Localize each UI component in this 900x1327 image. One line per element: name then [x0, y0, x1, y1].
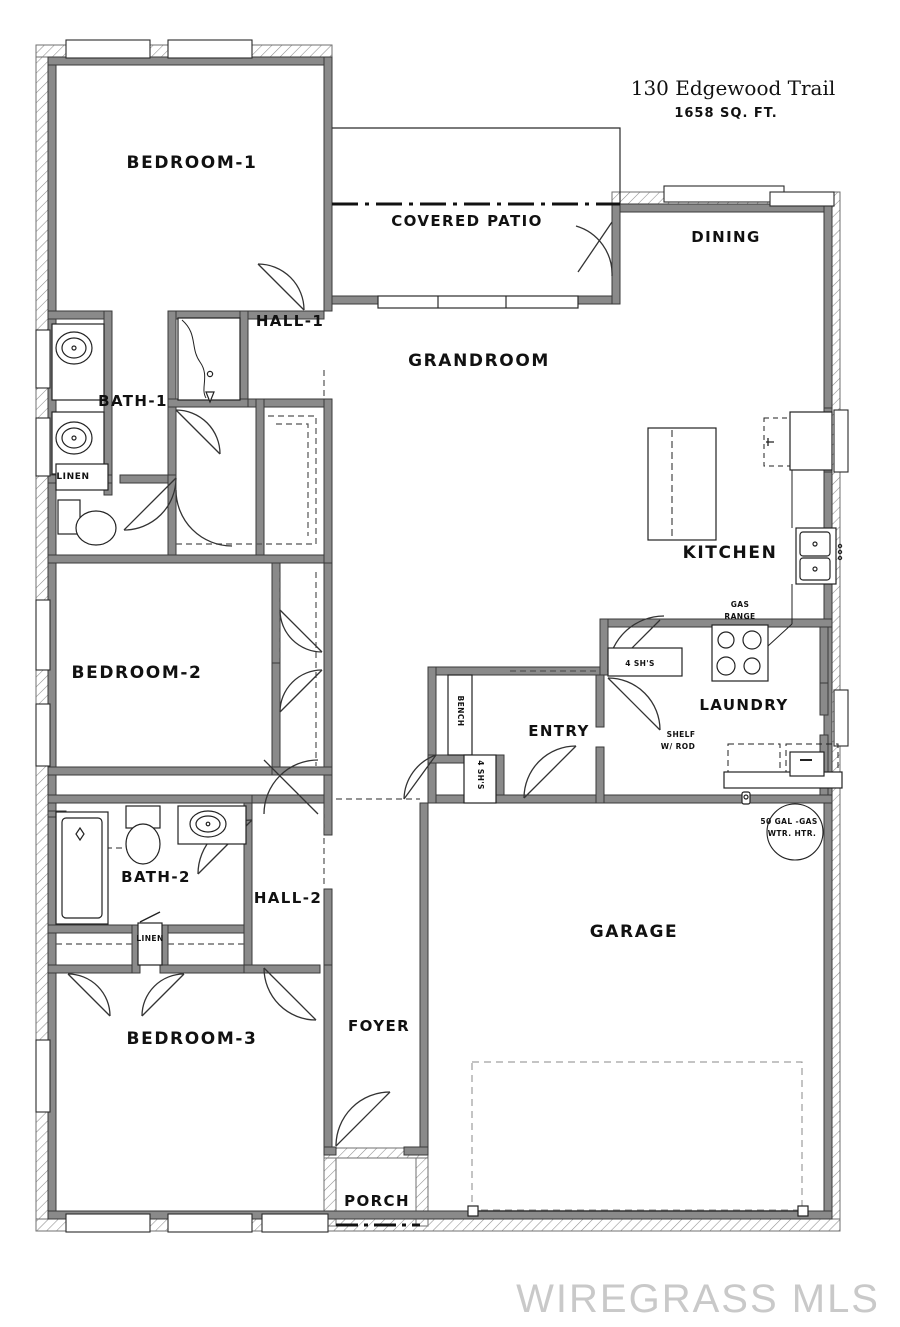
- plan-annotations: LINEN LINEN GAS RANGE 4 SH'S SHELF W/ RO…: [56, 472, 817, 943]
- room-label-bedroom-2: BEDROOM-2: [72, 663, 203, 683]
- annotation-gas-range-line2: RANGE: [724, 612, 755, 621]
- annotation-linen-bath2: LINEN: [136, 934, 163, 943]
- annotation-pantry-shelves: 4 SH'S: [625, 659, 655, 668]
- room-label-foyer: FOYER: [348, 1017, 410, 1035]
- annotation-bench: BENCH: [456, 696, 465, 727]
- room-label-bedroom-3: BEDROOM-3: [127, 1029, 258, 1049]
- room-label-bath-1: BATH-1: [98, 392, 168, 410]
- annotation-gas-range-line1: GAS: [731, 600, 750, 609]
- annotation-linen-bath1: LINEN: [56, 472, 89, 482]
- plan-square-footage: 1658 SQ. FT.: [674, 106, 777, 121]
- patio-outline: [332, 127, 621, 309]
- annotation-shelf-rod-line1: SHELF: [667, 730, 696, 739]
- room-labels: BEDROOM-1 BATH-1 HALL-1 BEDROOM-2 BATH-2…: [72, 153, 788, 1210]
- room-label-porch: PORCH: [344, 1192, 410, 1210]
- annotation-water-heater-line2: WTR. HTR.: [768, 829, 817, 838]
- room-label-hall-2: HALL-2: [254, 889, 322, 907]
- annotation-water-heater-line1: 50 GAL -GAS: [760, 817, 817, 826]
- room-label-kitchen: KITCHEN: [683, 543, 778, 563]
- room-label-covered-patio: COVERED PATIO: [391, 212, 543, 230]
- room-label-bedroom-1: BEDROOM-1: [127, 153, 258, 173]
- room-label-entry: ENTRY: [528, 722, 590, 740]
- closet-shelving: [56, 370, 596, 945]
- interior-walls: [47, 56, 833, 1220]
- room-label-bath-2: BATH-2: [121, 868, 191, 886]
- watermark-wiregrass-mls: WIREGRASS MLS: [516, 1277, 880, 1321]
- windows: [35, 39, 849, 1233]
- room-label-dining: DINING: [691, 228, 760, 246]
- plan-title: 130 Edgewood Trail: [631, 76, 836, 100]
- room-label-laundry: LAUNDRY: [699, 696, 788, 714]
- room-label-grandroom: GRANDROOM: [408, 351, 550, 371]
- room-label-garage: GARAGE: [590, 922, 679, 942]
- annotation-entry-closet-shelves: 4 SH'S: [476, 760, 485, 790]
- door-swings: [67, 221, 665, 1147]
- room-label-hall-1: HALL-1: [256, 312, 324, 330]
- annotation-shelf-rod-line2: W/ ROD: [661, 742, 695, 751]
- fixtures: [51, 317, 843, 1217]
